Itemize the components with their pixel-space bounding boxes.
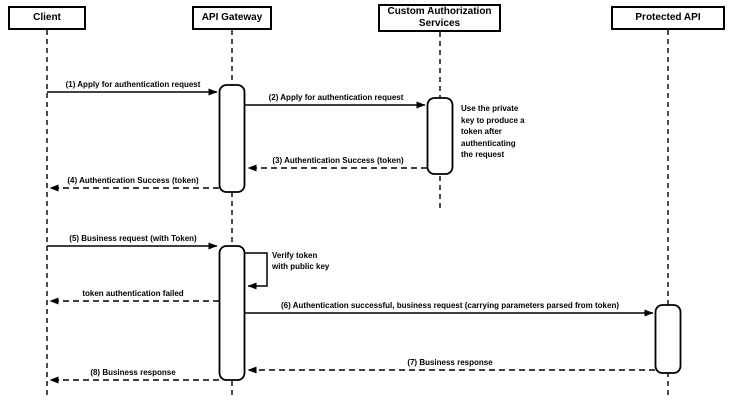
message-label-4: (4) Authentication Success (token) bbox=[67, 176, 199, 185]
activation-bar-protected-api bbox=[654, 304, 682, 374]
activation-bar-api-gateway-2 bbox=[218, 245, 246, 381]
activation-bar-custom-auth-services bbox=[426, 97, 454, 175]
actor-label-api-gateway: API Gateway bbox=[201, 12, 263, 23]
actor-label-protected-api: Protected API bbox=[635, 12, 701, 23]
activation-bar-api-gateway-1 bbox=[218, 84, 246, 193]
message-label-3: (3) Authentication Success (token) bbox=[272, 156, 404, 165]
message-label-6: (6) Authentication successful, business … bbox=[280, 301, 620, 310]
note-use-private-key: Use the private key to produce a token a… bbox=[461, 104, 525, 159]
message-label-1: (1) Apply for authentication request bbox=[65, 80, 201, 89]
actor-box-client: Client bbox=[8, 6, 86, 30]
message-label-5: (5) Business request (with Token) bbox=[69, 234, 197, 243]
message-label-7: (7) Business response bbox=[407, 358, 493, 367]
actor-label-custom-auth-services: Custom Authorization Services bbox=[387, 6, 492, 29]
message-label-self-verify-token: Verify token with public key bbox=[272, 251, 330, 271]
actor-box-protected-api: Protected API bbox=[611, 6, 725, 30]
message-label-8: (8) Business response bbox=[90, 368, 176, 377]
actor-box-api-gateway: API Gateway bbox=[192, 6, 272, 30]
actor-box-custom-auth-services: Custom Authorization Services bbox=[378, 4, 501, 32]
message-arrow-self-verify-token bbox=[245, 252, 268, 290]
actor-label-client: Client bbox=[33, 12, 61, 23]
message-label-token-failed: token authentication failed bbox=[82, 289, 184, 298]
message-label-2: (2) Apply for authentication request bbox=[268, 93, 404, 102]
